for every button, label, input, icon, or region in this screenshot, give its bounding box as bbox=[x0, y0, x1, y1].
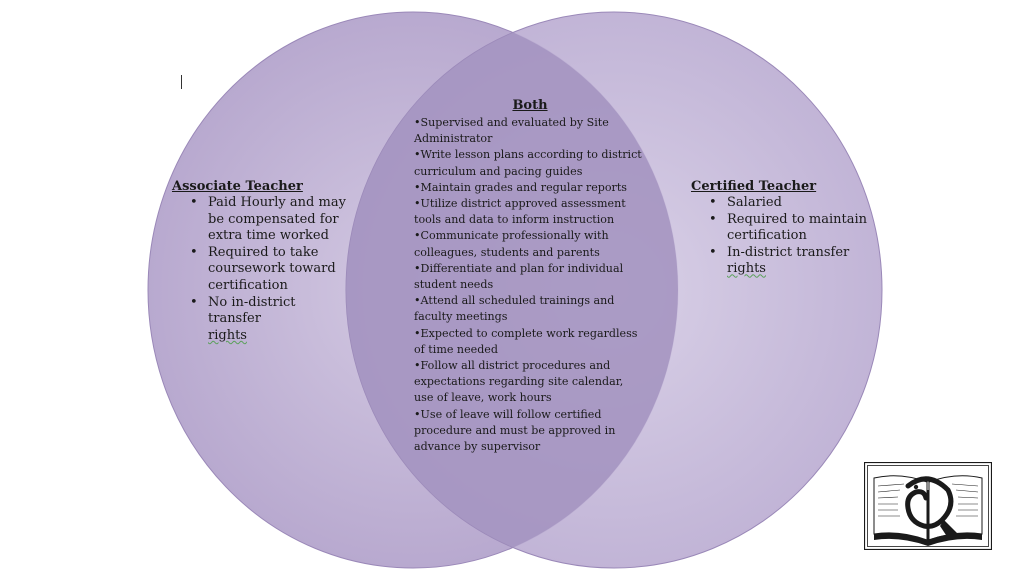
left-title: Associate Teacher bbox=[172, 179, 303, 194]
center-section: Both •Supervised and evaluated by Site A… bbox=[414, 97, 646, 455]
right-section: Certified Teacher Salaried Required to m… bbox=[691, 178, 871, 278]
right-item-3-last-word: rights bbox=[727, 261, 766, 277]
center-item: •Attend all scheduled trainings and facu… bbox=[414, 294, 615, 324]
center-item: •Expected to complete work regardless of… bbox=[414, 326, 638, 356]
left-item-3-last-word: rights bbox=[208, 327, 247, 343]
center-item: •Utilize district approved assessment to… bbox=[414, 197, 626, 227]
left-list: Paid Hourly and may be compensated for e… bbox=[172, 195, 347, 344]
center-item: •Maintain grades and regular reports bbox=[414, 180, 628, 194]
right-item-2: Required to maintain certification bbox=[709, 212, 871, 245]
left-item-1: Paid Hourly and may be compensated for e… bbox=[190, 195, 347, 245]
fish-book-logo-icon bbox=[864, 462, 992, 550]
center-item: •Follow all district procedures and expe… bbox=[414, 359, 624, 405]
center-item: •Supervised and evaluated by Site Admini… bbox=[414, 116, 609, 146]
right-item-1: Salaried bbox=[709, 195, 871, 212]
center-title: Both bbox=[512, 98, 548, 113]
right-item-3-text: In-district transfer bbox=[727, 244, 850, 260]
text-cursor bbox=[181, 75, 182, 89]
center-item: •Differentiate and plan for individual s… bbox=[414, 261, 624, 292]
left-item-3-text: No in-district transfer bbox=[208, 294, 296, 327]
center-item: •Use of leave will follow certified proc… bbox=[414, 407, 616, 454]
left-item-3: No in-district transfer rights bbox=[190, 294, 347, 345]
center-item: •Write lesson plans according to distric… bbox=[414, 148, 642, 178]
left-item-2: Required to take coursework toward certi… bbox=[190, 245, 347, 295]
right-item-3: In-district transfer rights bbox=[709, 244, 871, 278]
right-list: Salaried Required to maintain certificat… bbox=[691, 195, 871, 278]
center-item: •Communicate professionally with colleag… bbox=[414, 229, 609, 259]
overlap-region bbox=[346, 12, 678, 568]
right-title: Certified Teacher bbox=[691, 179, 817, 194]
left-section: Associate Teacher Paid Hourly and may be… bbox=[172, 178, 347, 344]
